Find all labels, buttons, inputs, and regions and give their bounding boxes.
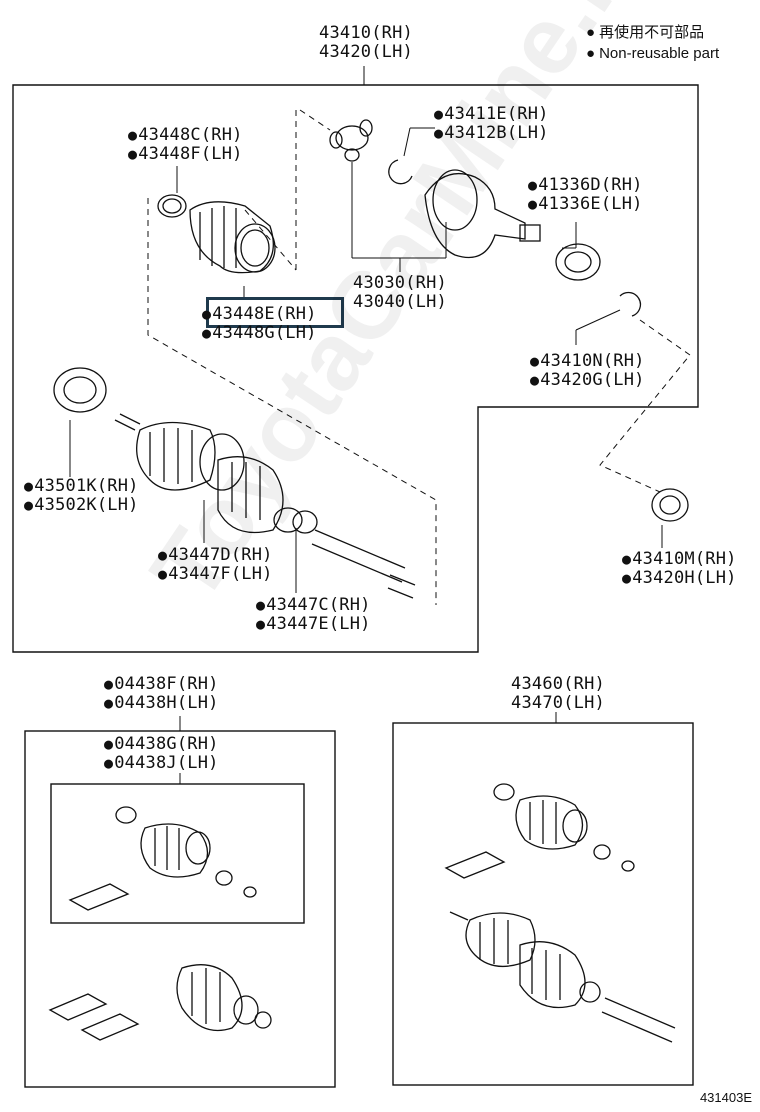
part-43420g-lh: 43420G(LH) bbox=[530, 371, 645, 390]
boot-kit-inner-box bbox=[50, 783, 305, 924]
part-label-43448c[interactable]: 43448C(RH) 43448F(LH) bbox=[128, 126, 243, 164]
part-label-43030[interactable]: 43030(RH) 43040(LH) bbox=[345, 274, 455, 312]
legend: 再使用不可部品 Non-reusable part bbox=[586, 22, 719, 64]
part-label-43447d[interactable]: 43447D(RH) 43447F(LH) bbox=[158, 546, 273, 584]
part-label-43411e[interactable]: 43411E(RH) 43412B(LH) bbox=[434, 105, 549, 143]
part-43448c-rh: 43448C(RH) bbox=[128, 126, 243, 145]
part-43448f-lh: 43448F(LH) bbox=[128, 145, 243, 164]
part-04438f-rh: 04438F(RH) bbox=[104, 675, 219, 694]
dust-seal-drawing bbox=[555, 243, 601, 281]
boot-kit-drawing bbox=[48, 806, 272, 1041]
part-43410m-rh: 43410M(RH) bbox=[622, 550, 737, 569]
assembly-outline bbox=[12, 84, 699, 653]
part-43040-lh: 43040(LH) bbox=[353, 292, 447, 312]
part-label-43448e[interactable]: 43448E(RH) 43448G(LH) bbox=[202, 305, 317, 343]
assembly-label-lh: 43420(LH) bbox=[319, 42, 413, 62]
part-43502k-lh: 43502K(LH) bbox=[24, 496, 139, 515]
part-label-04438g[interactable]: 04438G(RH) 04438J(LH) bbox=[104, 735, 219, 773]
part-43410n-rh: 43410N(RH) bbox=[530, 352, 645, 371]
inner-kit-label-rh: 43460(RH) bbox=[511, 674, 605, 694]
part-label-43501k[interactable]: 43501K(RH) 43502K(LH) bbox=[24, 477, 139, 515]
part-label-43410n[interactable]: 43410N(RH) 43420G(LH) bbox=[530, 352, 645, 390]
drive-shaft-assembly-drawing bbox=[53, 367, 416, 599]
legend-line-jp: 再使用不可部品 bbox=[586, 22, 719, 43]
part-43448g-lh: 43448G(LH) bbox=[202, 324, 317, 343]
inner-kit-label[interactable]: 43460(RH) 43470(LH) bbox=[498, 675, 618, 713]
part-43501k-rh: 43501K(RH) bbox=[24, 477, 139, 496]
part-label-41336d[interactable]: 41336D(RH) 41336E(LH) bbox=[528, 176, 643, 214]
part-04438h-lh: 04438H(LH) bbox=[104, 694, 219, 713]
assembly-label-rh: 43410(RH) bbox=[319, 23, 413, 43]
part-43447d-rh: 43447D(RH) bbox=[158, 546, 273, 565]
part-43030-rh: 43030(RH) bbox=[353, 273, 447, 293]
dashed-guides bbox=[147, 109, 691, 605]
inboard-boot-drawing bbox=[189, 201, 276, 274]
part-04438g-rh: 04438G(RH) bbox=[104, 735, 219, 754]
boot-clamp-drawing bbox=[157, 194, 187, 218]
figure-code: 431403E bbox=[699, 1090, 752, 1105]
part-04438j-lh: 04438J(LH) bbox=[104, 754, 219, 773]
part-41336d-rh: 41336D(RH) bbox=[528, 176, 643, 195]
part-43411e-rh: 43411E(RH) bbox=[434, 105, 549, 124]
part-43447e-lh: 43447E(LH) bbox=[256, 615, 371, 634]
leader-lines bbox=[69, 66, 663, 784]
part-43447f-lh: 43447F(LH) bbox=[158, 565, 273, 584]
inner-kit-drawing bbox=[444, 783, 676, 1043]
part-43448e-rh: 43448E(RH) bbox=[202, 305, 317, 324]
outboard-joint-housing-drawing bbox=[424, 169, 541, 259]
inner-kit-box bbox=[392, 722, 694, 1086]
legend-line-en: Non-reusable part bbox=[586, 43, 719, 64]
small-snap-ring-drawing bbox=[619, 291, 642, 317]
part-label-43447c[interactable]: 43447C(RH) 43447E(LH) bbox=[256, 596, 371, 634]
part-43412b-lh: 43412B(LH) bbox=[434, 124, 549, 143]
part-43447c-rh: 43447C(RH) bbox=[256, 596, 371, 615]
part-41336e-lh: 41336E(LH) bbox=[528, 195, 643, 214]
assembly-label[interactable]: 43410(RH) 43420(LH) bbox=[306, 24, 426, 62]
snap-ring-drawing bbox=[388, 159, 413, 185]
part-label-43410m[interactable]: 43410M(RH) 43420H(LH) bbox=[622, 550, 737, 588]
part-43420h-lh: 43420H(LH) bbox=[622, 569, 737, 588]
inner-kit-label-lh: 43470(LH) bbox=[511, 693, 605, 713]
outer-dust-seal-drawing bbox=[651, 488, 689, 522]
part-label-04438f[interactable]: 04438F(RH) 04438H(LH) bbox=[104, 675, 219, 713]
tripod-joint-drawing bbox=[329, 119, 373, 162]
